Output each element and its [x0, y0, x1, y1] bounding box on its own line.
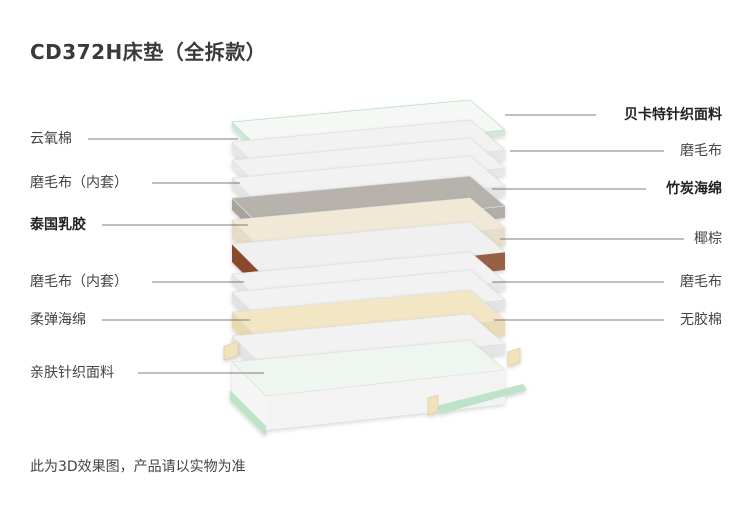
zipper-strip-front [230, 390, 266, 436]
label-brushed-fabric-2: 磨毛布 [680, 274, 722, 290]
label-brushed-fabric: 磨毛布 [680, 143, 722, 159]
label-brushed-fabric-inner-2: 磨毛布（内套） [30, 274, 128, 290]
label-brushed-fabric-inner-1: 磨毛布（内套） [30, 175, 128, 191]
page-title: CD372H床垫（全拆款） [30, 40, 267, 64]
label-soft-foam: 柔弹海绵 [30, 312, 86, 328]
label-bamboo-charcoal-foam: 竹炭海绵 [666, 181, 722, 197]
zipper-end-3 [507, 347, 521, 367]
zipper-strip-right [436, 384, 527, 414]
label-cloud-cotton: 云氧棉 [30, 131, 72, 147]
label-glue-free-cotton: 无胶棉 [680, 312, 722, 328]
layer-skin-knit-bottom [223, 339, 527, 436]
disclaimer-note: 此为3D效果图，产品请以实物为准 [30, 459, 246, 475]
label-coconut-fiber: 椰棕 [694, 231, 722, 247]
label-thai-latex: 泰国乳胶 [30, 217, 86, 233]
label-skin-knit-fabric: 亲肤针织面料 [30, 365, 114, 381]
label-bekaert-knit-fabric: 贝卡特针织面料 [624, 107, 722, 123]
zipper-end-1 [223, 341, 239, 361]
zipper-end-2 [427, 394, 439, 416]
